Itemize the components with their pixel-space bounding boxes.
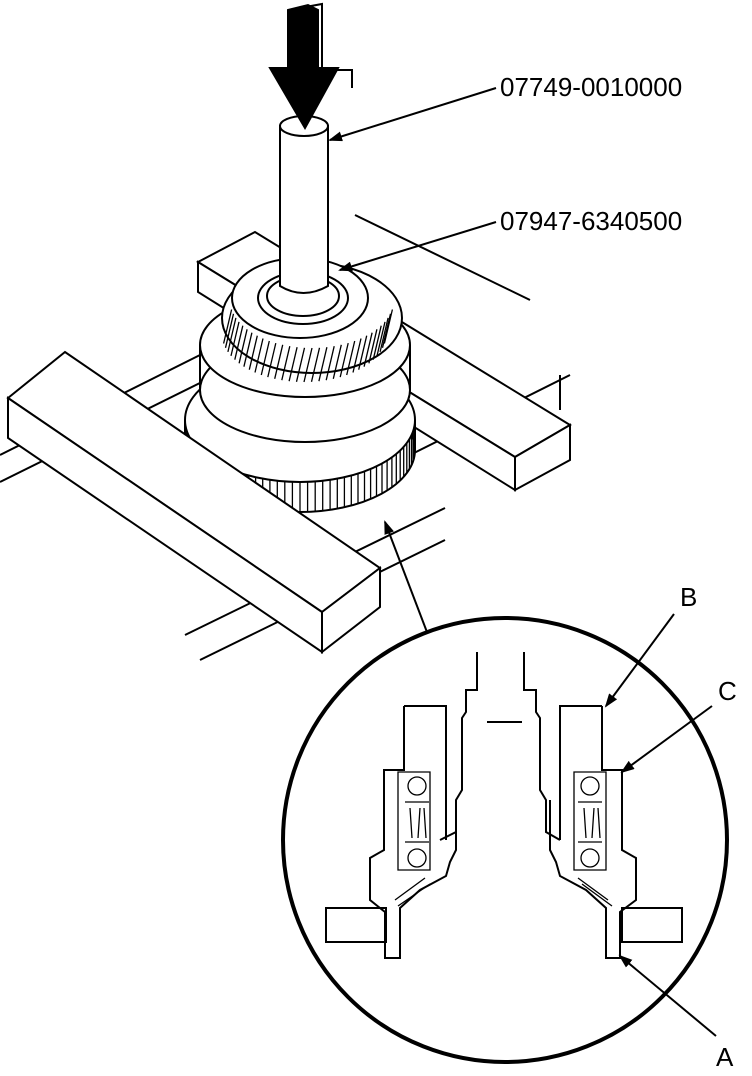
cross-section-detail bbox=[281, 616, 729, 1064]
gear-tooth bbox=[318, 347, 328, 382]
gear-tooth bbox=[339, 342, 349, 378]
gear-tooth bbox=[222, 309, 233, 344]
gear-tooth bbox=[303, 347, 313, 383]
label-b: B bbox=[680, 582, 697, 612]
gear-tooth bbox=[325, 346, 335, 381]
label-a: A bbox=[716, 1042, 734, 1072]
gear-tooth bbox=[234, 325, 244, 360]
label-c: C bbox=[718, 676, 737, 706]
gear-tooth bbox=[267, 342, 277, 378]
gear-tooth bbox=[295, 347, 306, 382]
gear-tooth bbox=[372, 325, 382, 360]
gear-tooth bbox=[381, 313, 392, 348]
gear-tooth bbox=[238, 329, 248, 364]
leader-a bbox=[618, 954, 717, 1037]
press-direction-arrow bbox=[268, 2, 353, 131]
leader-tool-2 bbox=[338, 221, 497, 272]
gear-tooth bbox=[260, 340, 270, 376]
gear-tooth bbox=[281, 346, 291, 381]
gear-tooth bbox=[254, 338, 264, 373]
gear-tooth bbox=[274, 344, 284, 379]
gear-tooth bbox=[346, 340, 356, 376]
support-block-front bbox=[6, 350, 382, 655]
gear-tooth bbox=[243, 332, 253, 367]
gear-tooth bbox=[310, 347, 321, 382]
detail-pointer-arrow bbox=[384, 520, 431, 641]
gear-tooth bbox=[376, 321, 386, 357]
tool-number-07947: 07947-6340500 bbox=[500, 206, 682, 236]
leader-tool-1 bbox=[328, 87, 497, 142]
leader-c bbox=[620, 705, 713, 774]
gear-tooth bbox=[227, 317, 237, 353]
gear-tooth bbox=[224, 313, 235, 348]
gear-tooth bbox=[352, 338, 362, 373]
gear-tooth bbox=[383, 309, 394, 344]
gear-tooth bbox=[363, 332, 373, 367]
gear-tooth bbox=[379, 317, 389, 353]
gear-tooth bbox=[288, 347, 298, 382]
gear-tooth bbox=[332, 344, 342, 379]
gear-tooth bbox=[230, 321, 240, 357]
gear-tooth bbox=[368, 329, 378, 364]
driver-shaft bbox=[279, 115, 329, 294]
gear-tooth bbox=[358, 335, 368, 370]
tool-number-07749: 07749-0010000 bbox=[500, 72, 682, 102]
gear-tooth bbox=[248, 335, 258, 370]
gear-assembly bbox=[184, 257, 416, 513]
leader-b bbox=[604, 613, 675, 708]
